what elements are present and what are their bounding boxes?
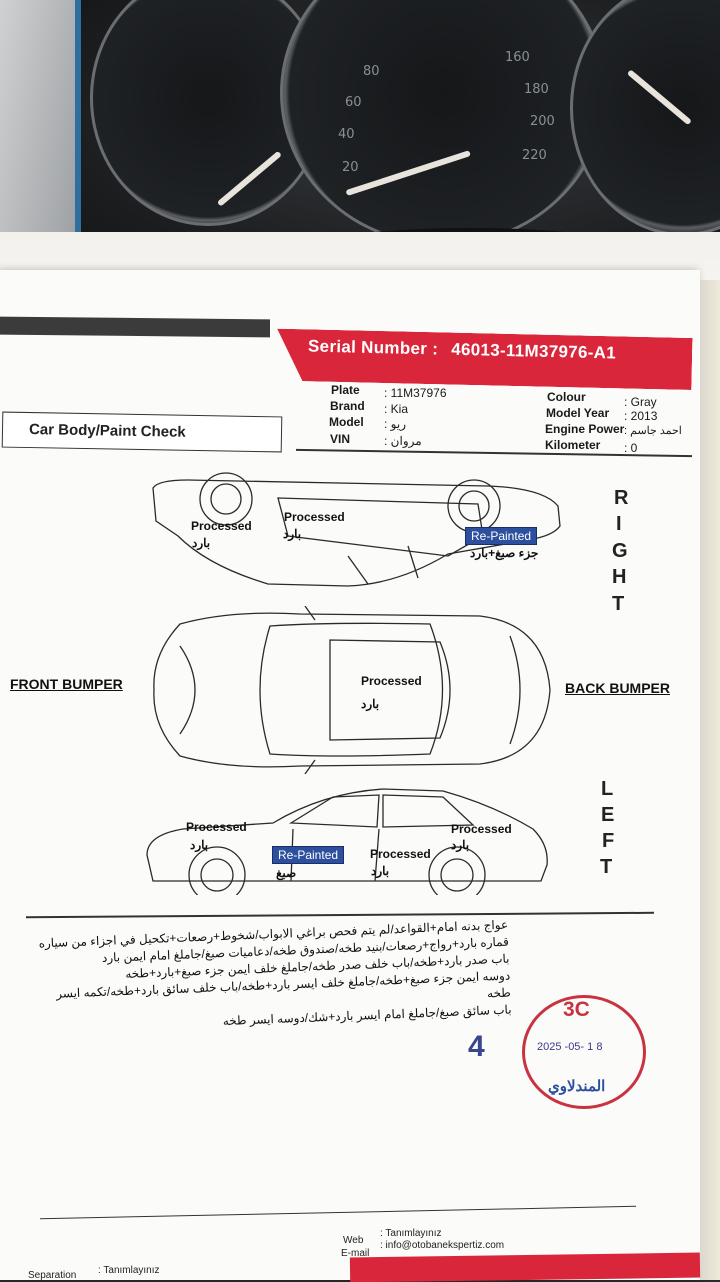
header-dark-bar	[0, 316, 270, 338]
right-letter: T	[612, 593, 625, 615]
plate-value: : 11M37976	[384, 386, 447, 400]
model-year-label: Model Year	[546, 406, 610, 420]
kilometer-value: : 0	[624, 441, 638, 455]
mark-left-3: Processed	[370, 847, 431, 861]
mark-left-4-ar: بارد	[451, 838, 470, 852]
mark-left-1-ar: بارد	[190, 838, 209, 852]
gauge-number: 80	[363, 64, 380, 79]
serial-value: 46013-11M37976-A1	[450, 339, 617, 363]
page-number: 4	[468, 1030, 485, 1063]
engine-power-value: : احمد جاسم	[624, 425, 682, 437]
back-bumper-label: BACK BUMPER	[565, 680, 670, 696]
colour-label: Colour	[547, 390, 586, 404]
left-letter: L	[601, 778, 614, 800]
mark-top-1-ar: بارد	[361, 697, 380, 711]
tachometer-gauge	[280, 0, 606, 246]
mark-left-1: Processed	[186, 820, 247, 834]
right-letter: R	[614, 487, 629, 509]
front-bumper-label: FRONT BUMPER	[10, 676, 123, 692]
mark-right-3-ar: جزء صبغ+بارد	[470, 546, 539, 560]
right-letter: G	[612, 540, 628, 562]
car-left-side-diagram	[146, 788, 548, 895]
mark-right-3: Re-Painted	[465, 527, 538, 545]
inspection-stamp	[522, 995, 646, 1109]
mark-right-2-ar: بارد	[283, 527, 302, 541]
left-letter: F	[602, 830, 615, 852]
gauge-number: 60	[345, 95, 362, 110]
gauge-number: 220	[522, 148, 547, 163]
model-value: : ريو	[384, 417, 407, 431]
car-top-view-diagram	[153, 606, 551, 774]
mark-top-1: Processed	[361, 674, 422, 688]
email-label: E-mail	[341, 1248, 370, 1259]
a-pillar	[0, 0, 81, 245]
gauge-number: 20	[342, 160, 359, 175]
gauge-number: 160	[505, 50, 530, 65]
mark-right-1: Processed	[191, 519, 252, 533]
separation-value: : Tanımlayınız	[98, 1265, 160, 1276]
mark-right-2: Processed	[284, 510, 345, 524]
separation-label: Separation	[28, 1270, 77, 1281]
stamp-name: المندلاوي	[548, 1078, 606, 1095]
model-year-value: : 2013	[624, 409, 658, 423]
web-label: Web	[343, 1235, 364, 1246]
gauge-number: 200	[530, 114, 555, 129]
web-value: : Tanımlayınız	[380, 1228, 442, 1239]
mark-left-4: Processed	[451, 822, 512, 836]
email-value: : info@otobanekspertiz.com	[380, 1240, 505, 1251]
brand-label: Brand	[330, 399, 365, 413]
right-letter: I	[616, 513, 622, 535]
mark-right-1-ar: بارد	[192, 536, 211, 550]
mark-left-3-ar: بارد	[371, 864, 390, 878]
colour-value: : Gray	[624, 395, 657, 409]
mark-left-2-ar: صبغ	[276, 866, 297, 880]
engine-power-label: Engine Power	[545, 422, 625, 436]
gauge-number: 40	[338, 127, 355, 142]
left-letter: T	[600, 856, 613, 878]
vin-value: : مروان	[384, 434, 422, 448]
fuel-gauge	[570, 0, 720, 236]
footer-red-band	[349, 1252, 701, 1282]
left-letter: E	[601, 804, 615, 826]
vin-label: VIN	[330, 432, 351, 446]
section-title-box: Car Body/Paint Check	[1, 411, 283, 453]
model-label: Model	[329, 415, 364, 429]
brand-value: : Kia	[384, 402, 409, 416]
kilometer-label: Kilometer	[545, 438, 601, 452]
mark-left-2: Re-Painted	[272, 846, 345, 864]
stamp-date: 2025 -05- 1 8	[537, 1041, 603, 1053]
stamp-code: 3C	[563, 998, 590, 1021]
serial-label: Serial Number :	[307, 336, 439, 359]
gauge-number: 180	[524, 82, 549, 97]
section-title: Car Body/Paint Check	[28, 421, 186, 441]
inspection-notes: عواج بدنه امام+القواعد/لم يتم فحص براغي …	[38, 917, 512, 1038]
right-letter: H	[612, 566, 627, 588]
plate-label: Plate	[331, 383, 360, 397]
sheet-edge	[700, 280, 720, 1280]
